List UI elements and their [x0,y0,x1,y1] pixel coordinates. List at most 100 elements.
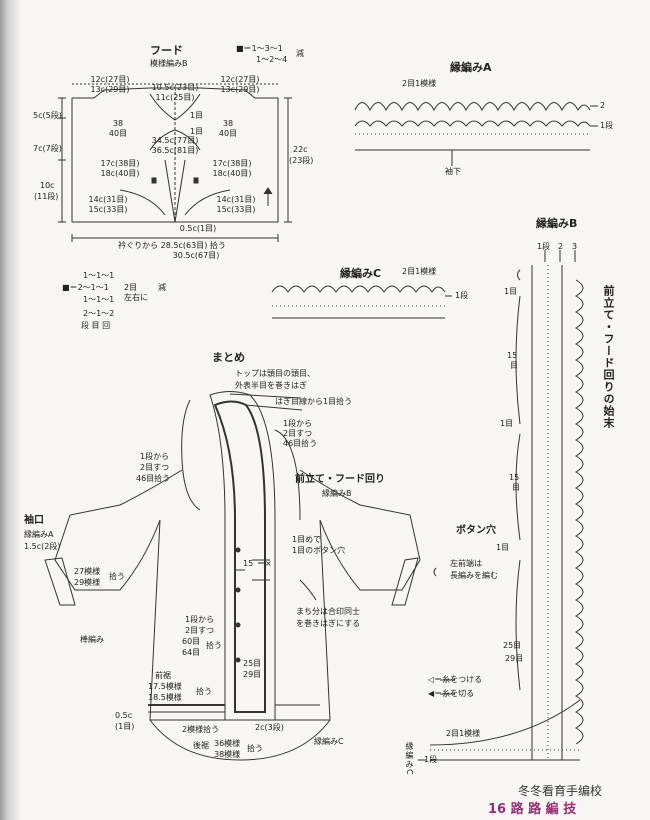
assembly-bh-2: 1目のボタン穴 [292,546,346,555]
assembly-note-top-2: 外表半目を巻きはぎ [235,381,307,390]
edge-b-button-hole: ボタン穴 [456,525,496,536]
hood-bottom-right-1: 14c(31目) [216,195,256,204]
edge-b-col3: 3 [572,242,578,251]
edge-b-row-15a-2: 目 [510,361,518,370]
assembly-hem-size-2: (1目) [115,722,135,731]
cut-yarn-icon: ◀ [428,689,435,698]
hood-center-1me: 1目 [190,111,204,120]
assembly-hem-2c: 2c(3段) [255,723,284,732]
dec-legend-l2: ■＝2～1～1 [62,283,109,292]
edge-c-label: 2目1模様 [402,267,437,276]
assembly-hem-4: 拾う [196,687,212,696]
assembly-front-title: 前立て・フード回り [295,474,385,485]
hood-top-mid-1: 10.5c(23目) [151,83,199,92]
edge-b-chart [418,250,584,761]
assembly-note-r1: 1段から [283,419,313,428]
dec-legend-brace-3: 減 [158,283,166,292]
hood-right-22c-1: 22c [293,145,308,154]
edge-b-legend-attach: ◁＝糸をつける [428,675,483,684]
assembly-side-pick-4: 64目 [182,648,201,657]
assembly-note-top-1: トップは頭目の頭目、 [235,369,315,378]
assembly-back-2: 36模様 [214,739,241,748]
attach-yarn-icon: ◁ [428,675,435,684]
edge-b-side-label: 縁編みC [405,742,414,776]
hood-dec-formula-2: 1～2～4 [256,55,288,64]
hood-pickup-1: 衿ぐりから 28.5c(63目) 拾う [118,241,226,250]
hood-title: フード [150,44,183,57]
edge-b-row-15b-2: 目 [512,483,520,492]
assembly-side-pick-2: 2目すつ [185,626,215,635]
edge-b-col2: 2 [558,242,564,251]
assembly-hem-size-1: 0.5c [115,711,133,720]
assembly-edge-c: 縁編みC [314,737,344,746]
hood-inner-38-left: 38 [112,119,124,128]
edge-b-bh-note-1: 左前端は [450,559,482,568]
hood-pickup-2: 30.5c(67目) [172,251,220,260]
edge-b-row-15b-1: 15 [509,473,520,482]
hood-lower-right-2: 18c(40目) [212,169,252,178]
assembly-title: まとめ [212,351,245,364]
dec-legend-brace-2: 左右に [124,293,148,302]
assembly-back-4: 拾う [247,744,263,753]
assembly-hem-2: 17.5模様 [148,682,182,691]
assembly-note-r2: 2目すつ [283,429,313,438]
hood-lower-right-1: 17c(38目) [212,159,252,168]
edge-b-row-15a-1: 15 [507,351,518,360]
hood-top-right-2: 13c(29目) [220,85,260,94]
edge-b-vertical-title: 前立て・フード回りの始末 [602,285,615,429]
assembly-note-r3: 46目拾う [283,439,318,448]
edge-a-title: 縁編みA [450,61,492,74]
edge-b-row-1me-3: 1目 [496,543,510,552]
assembly-front-pattern: 縁編みB [322,489,352,498]
hood-dec-suffix: 減 [296,49,304,58]
edge-c-title: 縁編みC [340,267,382,280]
edge-b-bottom-row: 1段 [424,755,438,764]
assembly-sleeve-pickup-3: 拾う [109,572,125,581]
edge-a-bottom: 袖下 [445,167,461,176]
hood-left-7c: 7c(7段) [33,144,62,153]
dec-symbol-icon: ■＝ [236,44,252,53]
edge-c-chart [271,285,452,319]
edge-a-row2: 2 [600,101,606,110]
assembly-sleeve-title: 袖口 [24,515,44,526]
hood-bottom-center: 0.5c(1目) [179,224,217,233]
dec-legend-l4: 2～1～2 [83,309,115,318]
assembly-sleeve-pattern: 縁編みA [24,530,54,539]
hood-top-left-2: 13c(29目) [90,85,130,94]
assembly-sleeve-pickup-1: 27模様 [74,567,101,576]
edge-b-row-25: 25目 [503,641,522,650]
edge-b-bottom-label: 2目1模様 [446,729,481,738]
assembly-side-note-1: まち分は合印同士 [296,607,360,616]
assembly-hem-1: 前裾 [155,671,171,680]
hood-left-10c-1: 10c [40,181,55,190]
assembly-back-1: 後裾 [193,741,209,750]
assembly-side-pick-3: 60目 [182,637,201,646]
assembly-back-3: 38模様 [214,750,241,759]
hood-bottom-right-2: 15c(33目) [216,205,256,214]
assembly-note-l3: 46目拾う [136,474,171,483]
book-spine-shadow [0,0,22,820]
hood-top-right-1: 12c(27目) [220,75,260,84]
jacket-assembly-drawing [44,391,421,761]
hood-center-1me-2: 1目 [190,127,204,136]
watermark-line-2: 16 路 路 編 技 [488,802,577,817]
hood-top-mid-2: 11c(25目) [155,93,195,102]
hood-dec-formula-1: ■＝1～3～1 [236,44,283,53]
watermark: 冬冬看育手编校 16 路 路 編 技 [488,782,638,817]
assembly-rib: 棒編み [80,635,104,644]
assembly-note-l1: 1段から [140,452,170,461]
hood-center-width-2: 36.5c(81目) [151,146,199,155]
edge-b-row-1me: 1目 [504,287,518,296]
assembly-note-l2: 2目すつ [140,463,170,472]
assembly-bh-1: 1目めで [292,535,322,544]
assembly-front-25: 25目 [243,659,262,668]
assembly-hem-3: 18.5模様 [148,693,182,702]
watermark-line-1: 冬冬看育手编校 [518,784,603,798]
hood-left-10c-2: (11段) [34,192,59,201]
dec-legend-brace-1: 2目 [124,283,138,292]
assembly-sleeve-pickup-2: 29模様 [74,578,101,587]
dec-legend-l3: 1～1～1 [83,295,115,304]
assembly-front-29: 29目 [243,670,262,679]
